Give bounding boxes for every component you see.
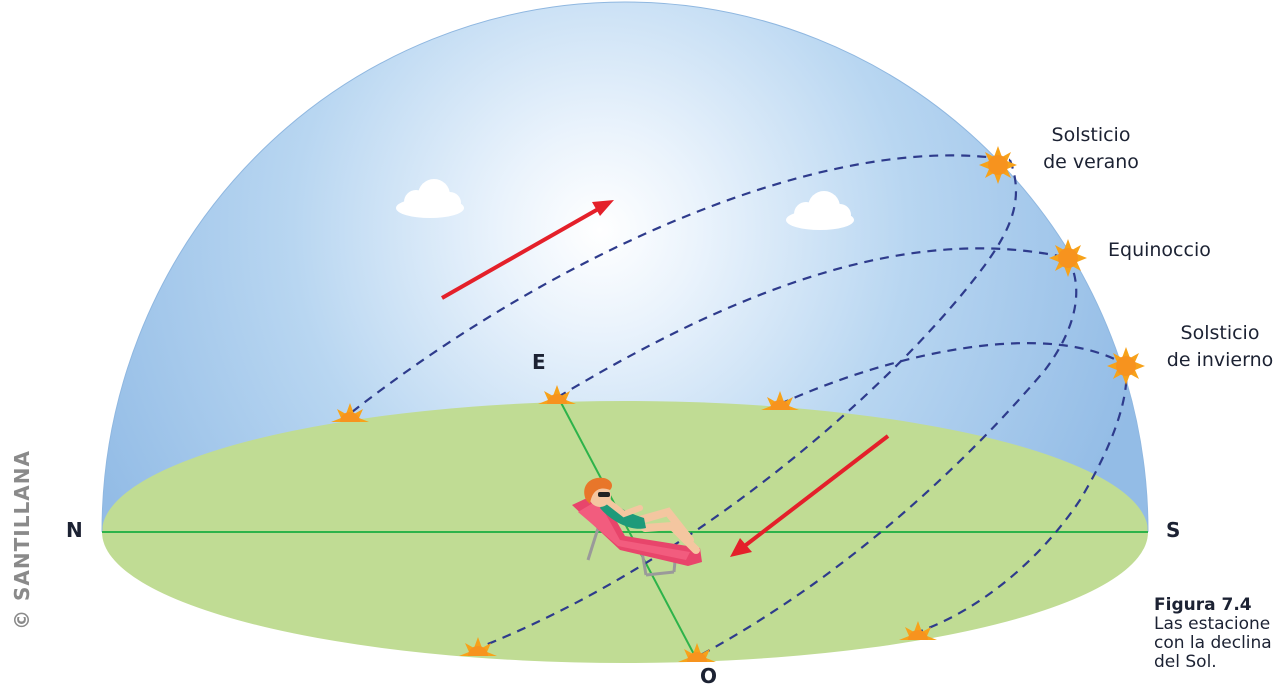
sky-dome bbox=[102, 2, 1148, 532]
label-summer-solstice: Solsticio de verano bbox=[1036, 122, 1146, 176]
cardinal-west: O bbox=[700, 664, 718, 688]
label-winter-line1: Solsticio bbox=[1180, 322, 1260, 344]
arrow-icon bbox=[730, 434, 890, 557]
arrow-icon bbox=[441, 200, 614, 300]
path-equinox-back bbox=[696, 257, 1078, 658]
caption-line-3: del Sol. bbox=[1154, 652, 1217, 672]
path-summer-front bbox=[351, 154, 1011, 413]
sunbather-icon bbox=[572, 477, 702, 577]
caption-line-1: Las estacione bbox=[1154, 614, 1271, 634]
label-winter-line2: de invierno bbox=[1166, 349, 1274, 371]
sun-paths bbox=[351, 154, 1128, 658]
copyright-credit: © SANTILLANA bbox=[2, 440, 42, 640]
label-winter-solstice: Solsticio de invierno bbox=[1160, 320, 1280, 374]
east-west-line bbox=[557, 396, 698, 661]
figure-caption: Figura 7.4 Las estacione con la declina … bbox=[1154, 596, 1282, 672]
path-winter-back bbox=[917, 364, 1128, 634]
caption-title: Figura 7.4 bbox=[1154, 596, 1252, 615]
cardinal-south: S bbox=[1166, 518, 1181, 542]
label-summer-line2: de verano bbox=[1043, 151, 1139, 173]
path-equinox-front bbox=[557, 247, 1069, 398]
caption-line-2: con la declina bbox=[1154, 633, 1272, 653]
copyright-text: © SANTILLANA bbox=[10, 450, 34, 630]
cardinal-north: N bbox=[66, 518, 83, 542]
label-summer-line1: Solsticio bbox=[1051, 124, 1131, 146]
path-winter-front bbox=[779, 342, 1127, 406]
label-equinox: Equinoccio bbox=[1108, 239, 1211, 261]
cardinal-east: E bbox=[532, 350, 546, 374]
